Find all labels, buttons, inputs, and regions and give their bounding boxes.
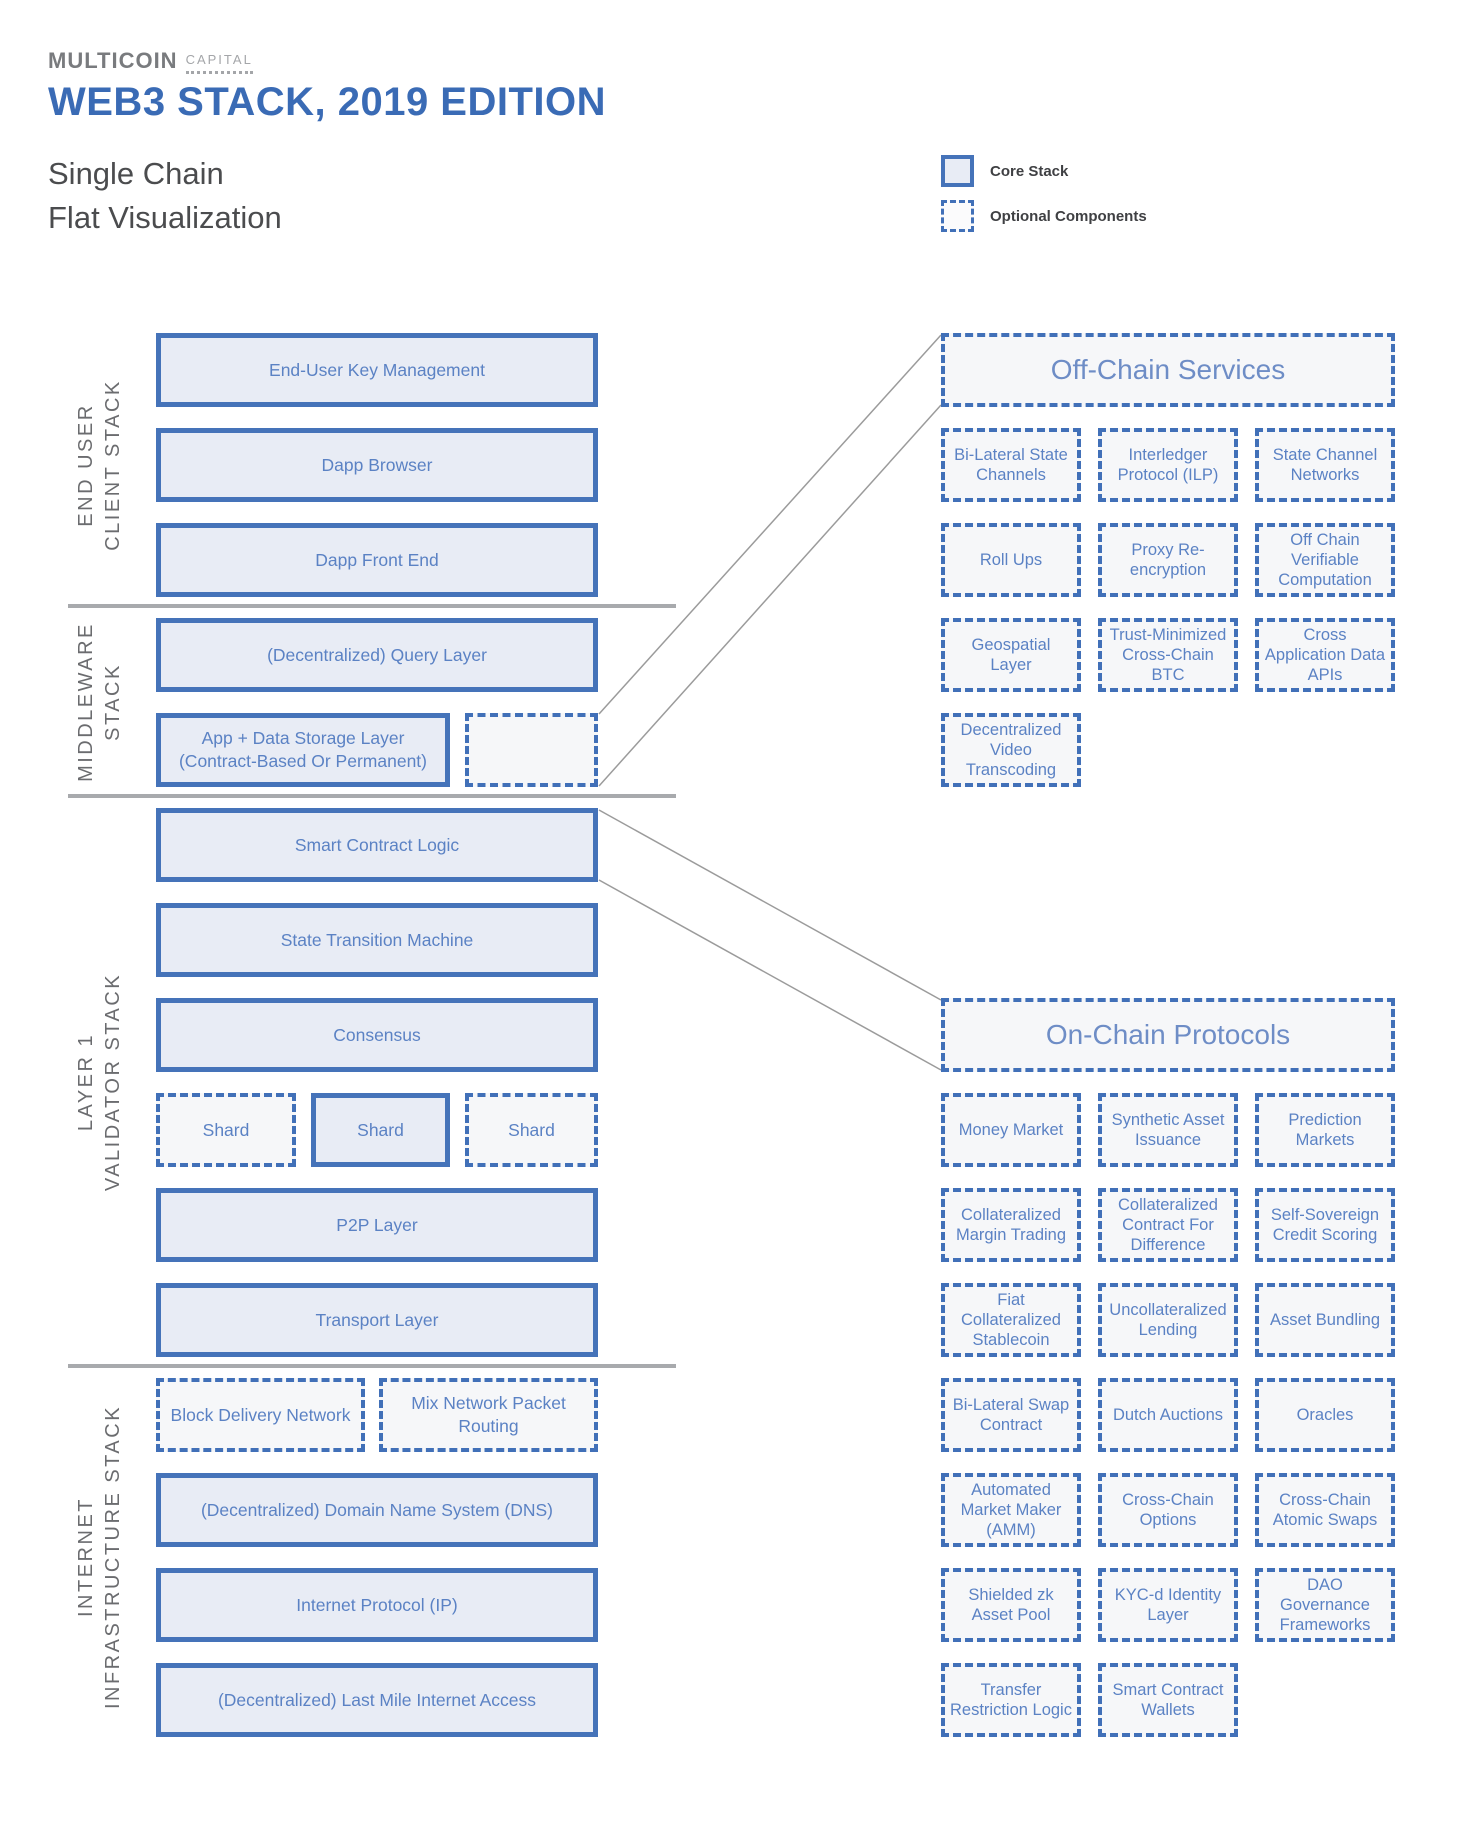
onchain-item-automated-market-maker: Automated Market Maker (AMM) [941,1473,1081,1547]
onchain-item-asset-bundling: Asset Bundling [1255,1283,1395,1357]
box-optional-storage-placeholder [465,713,598,787]
offchain-item-cross-application-data-apis: Cross Application Data APIs [1255,618,1395,692]
section-label-middleware-stack: MIDDLEWARE STACK [73,552,127,852]
offchain-item-trust-minimized-cross-chain-btc: Trust-Minimized Cross-Chain BTC [1098,618,1238,692]
box-block-delivery-network: Block Delivery Network [156,1378,365,1452]
box-app-data-storage-layer: App + Data Storage Layer (Contract-Based… [156,713,450,787]
box-internet-protocol: Internet Protocol (IP) [156,1568,598,1642]
onchain-item-transfer-restriction-logic: Transfer Restriction Logic [941,1663,1081,1737]
box-decentralized-query-layer: (Decentralized) Query Layer [156,618,598,692]
connector-offchain-top [598,334,942,715]
offchain-item-state-channel-networks: State Channel Networks [1255,428,1395,502]
onchain-item-collateralized-margin-trading: Collateralized Margin Trading [941,1188,1081,1262]
connector-onchain-bottom [598,879,942,1071]
offchain-item-off-chain-verifiable-computation: Off Chain Verifiable Computation [1255,523,1395,597]
box-consensus: Consensus [156,998,598,1072]
section-label-line: VALIDATOR STACK [102,972,124,1192]
onchain-protocols-header: On-Chain Protocols [941,998,1395,1072]
connector-onchain-top [598,809,942,1001]
offchain-item-roll-ups: Roll Ups [941,523,1081,597]
box-dapp-browser: Dapp Browser [156,428,598,502]
divider-end-user-middleware [68,604,676,608]
divider-layer1-internet [68,1364,676,1368]
offchain-services-grid: Bi-Lateral State Channels Interledger Pr… [941,428,1395,787]
onchain-item-shielded-zk-asset-pool: Shielded zk Asset Pool [941,1568,1081,1642]
section-label-line: LAYER 1 [75,1032,97,1132]
offchain-item-proxy-re-encryption: Proxy Re-encryption [1098,523,1238,597]
onchain-item-fiat-collateralized-stablecoin: Fiat Collateralized Stablecoin [941,1283,1081,1357]
onchain-item-oracles: Oracles [1255,1378,1395,1452]
divider-middleware-layer1 [68,794,676,798]
section-label-layer1-validator-stack: LAYER 1 VALIDATOR STACK [73,872,127,1292]
box-end-user-key-management: End-User Key Management [156,333,598,407]
onchain-item-dutch-auctions: Dutch Auctions [1098,1378,1238,1452]
onchain-item-synthetic-asset-issuance: Synthetic Asset Issuance [1098,1093,1238,1167]
offchain-item-interledger-protocol: Interledger Protocol (ILP) [1098,428,1238,502]
section-label-line: INTERNET [75,1497,97,1617]
box-state-transition-machine: State Transition Machine [156,903,598,977]
box-smart-contract-logic: Smart Contract Logic [156,808,598,882]
optional-components-swatch-icon [941,200,974,232]
box-transport-layer: Transport Layer [156,1283,598,1357]
onchain-item-kyc-d-identity-layer: KYC-d Identity Layer [1098,1568,1238,1642]
onchain-item-money-market: Money Market [941,1093,1081,1167]
box-dapp-front-end: Dapp Front End [156,523,598,597]
page-title: WEB3 STACK, 2019 EDITION [48,80,607,124]
legend-core-stack: Core Stack [941,155,1068,187]
multicoin-capital-logo: MULTICOIN CAPITAL [48,48,253,74]
onchain-item-cross-chain-options: Cross-Chain Options [1098,1473,1238,1547]
onchain-item-self-sovereign-credit-scoring: Self-Sovereign Credit Scoring [1255,1188,1395,1262]
onchain-item-collateralized-contract-for-difference: Collateralized Contract For Difference [1098,1188,1238,1262]
subtitle-line-2: Flat Visualization [48,200,282,235]
legend-optional-label: Optional Components [990,207,1147,225]
offchain-services-header: Off-Chain Services [941,333,1395,407]
logo-primary-text: MULTICOIN [48,48,178,73]
connector-offchain-bottom [598,404,942,787]
onchain-item-cross-chain-atomic-swaps: Cross-Chain Atomic Swaps [1255,1473,1395,1547]
legend-core-label: Core Stack [990,162,1069,180]
section-label-line: MIDDLEWARE [75,622,97,782]
box-decentralized-dns: (Decentralized) Domain Name System (DNS) [156,1473,598,1547]
section-label-internet-infrastructure-stack: INTERNET INFRASTRUCTURE STACK [73,1347,127,1767]
box-shard-optional-right: Shard [465,1093,598,1167]
logo-secondary-text: CAPITAL [185,52,253,74]
box-shard-optional-left: Shard [156,1093,296,1167]
offchain-item-decentralized-video-transcoding: Decentralized Video Transcoding [941,713,1081,787]
section-label-line: STACK [102,663,124,741]
box-p2p-layer: P2P Layer [156,1188,598,1262]
onchain-item-uncollateralized-lending: Uncollateralized Lending [1098,1283,1238,1357]
legend-optional-components: Optional Components [941,200,1147,232]
box-shard-core: Shard [311,1093,450,1167]
subtitle-line-1: Single Chain [48,156,224,191]
offchain-item-geospatial-layer: Geospatial Layer [941,618,1081,692]
box-last-mile-internet-access: (Decentralized) Last Mile Internet Acces… [156,1663,598,1737]
onchain-item-prediction-markets: Prediction Markets [1255,1093,1395,1167]
offchain-item-bilateral-state-channels: Bi-Lateral State Channels [941,428,1081,502]
box-mix-network-packet-routing: Mix Network Packet Routing [379,1378,598,1452]
section-label-line: INFRASTRUCTURE STACK [102,1404,124,1710]
onchain-item-dao-governance-frameworks: DAO Governance Frameworks [1255,1568,1395,1642]
onchain-item-smart-contract-wallets: Smart Contract Wallets [1098,1663,1238,1737]
onchain-item-bilateral-swap-contract: Bi-Lateral Swap Contract [941,1378,1081,1452]
onchain-protocols-grid: Money Market Synthetic Asset Issuance Pr… [941,1093,1395,1737]
page-subtitle: Single Chain Flat Visualization [48,152,282,240]
core-stack-swatch-icon [941,155,974,187]
